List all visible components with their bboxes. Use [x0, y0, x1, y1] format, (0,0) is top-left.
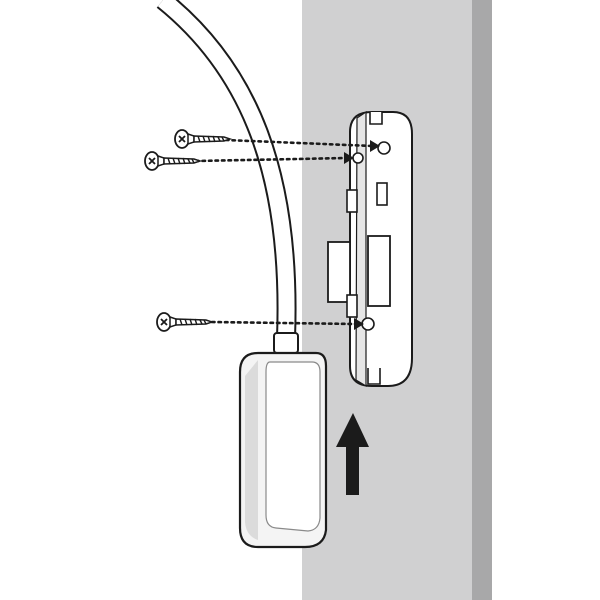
mounting-bracket: [327, 110, 413, 388]
bracket-lower-hook: [346, 294, 358, 318]
guide-line-bottom: [210, 320, 358, 326]
wall-edge: [472, 0, 492, 600]
bracket-window: [367, 235, 391, 307]
screw-top: [174, 129, 231, 149]
bracket-hook-slot-right: [376, 182, 388, 206]
guide-line-top: [224, 138, 374, 148]
device-side-shade: [245, 360, 258, 540]
guide-line-middle: [194, 156, 348, 163]
bracket-screw-hole-top: [377, 141, 391, 155]
device-front-face: [265, 361, 321, 532]
bracket-side-edge: [355, 110, 367, 388]
bracket-screw-hole-middle: [352, 152, 364, 164]
bracket-top-notch: [369, 112, 383, 125]
sensor-device: [238, 332, 328, 549]
screw-middle: [144, 151, 201, 171]
guide-lines: [194, 138, 374, 326]
guide-arrowheads: [344, 140, 380, 330]
guide-arrowhead-bottom: [354, 318, 364, 330]
guide-arrowhead-middle: [344, 152, 354, 164]
cable-strain-relief: [273, 332, 299, 354]
up-arrow: [336, 413, 369, 495]
bracket-clip-tab: [327, 241, 351, 303]
bracket-bottom-lip: [367, 368, 381, 385]
screw-bottom: [156, 312, 213, 332]
guide-arrowhead-top: [370, 140, 380, 152]
cable: [156, 0, 297, 339]
bracket-hook-slot-left: [346, 189, 358, 213]
